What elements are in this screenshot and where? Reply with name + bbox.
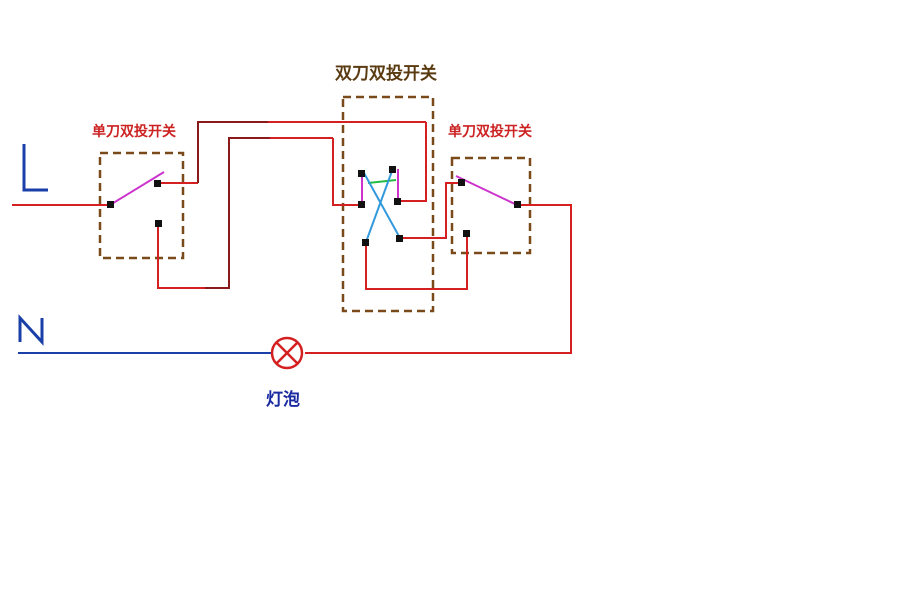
terminal [155, 220, 162, 227]
dpdt-bridge-green [367, 179, 397, 184]
lamp-cross-circle-icon [270, 336, 304, 370]
terminal [394, 198, 401, 205]
dpdt-title: 双刀双投开关 [335, 63, 437, 84]
terminal [389, 166, 396, 173]
wire-right-out [305, 204, 572, 354]
wire-dpdt-left-in [332, 138, 362, 206]
dpdt-cross-1 [363, 172, 401, 239]
right-spdt-label: 单刀双投开关 [448, 123, 532, 140]
terminal [463, 230, 470, 237]
right-spdt-box [450, 156, 532, 255]
terminal [107, 201, 114, 208]
wire-dpdt-out-lower [365, 233, 468, 290]
terminal [358, 170, 365, 177]
wire-dpdt-right-in [398, 122, 427, 202]
bulb-label: 灯泡 [266, 389, 300, 410]
neutral-N-glyph [18, 314, 44, 346]
terminal [358, 201, 365, 208]
left-spdt-label: 单刀双投开关 [92, 123, 176, 140]
left-switch-lever [109, 171, 165, 206]
wire-left-upper-dark [197, 121, 268, 183]
terminals [107, 166, 521, 246]
terminal [514, 201, 521, 208]
wire-left-lower [157, 224, 205, 289]
left-spdt-box [98, 151, 185, 260]
line-L-glyph [22, 144, 48, 192]
wire-left-lower-dark [205, 137, 270, 289]
terminal [458, 179, 465, 186]
dpdt-cross-2 [365, 170, 393, 243]
terminal [396, 235, 403, 242]
terminal [362, 239, 369, 246]
right-switch-lever [455, 175, 518, 206]
wire-dpdt-out-upper [400, 182, 462, 239]
terminal [154, 180, 161, 187]
